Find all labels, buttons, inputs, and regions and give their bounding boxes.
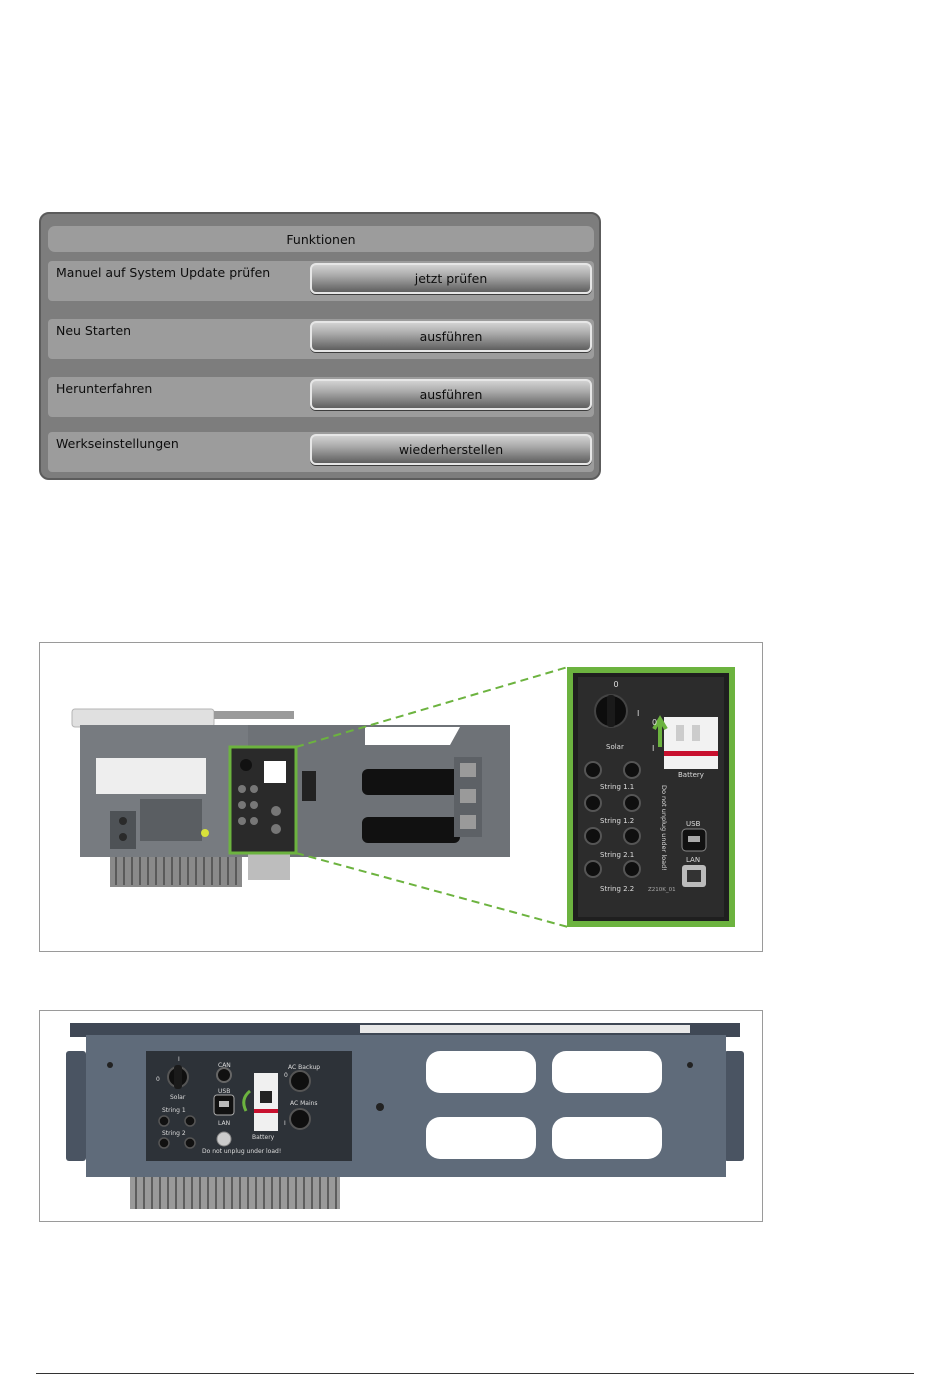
battery-front-label: Battery <box>252 1134 275 1141</box>
ac-mains-label: AC Mains <box>290 1100 318 1107</box>
breaker-one-label: I <box>652 744 654 753</box>
row-label-restart: Neu Starten <box>56 323 132 338</box>
ac-backup-label: AC Backup <box>288 1064 320 1071</box>
lan-port-icon <box>687 870 701 882</box>
restart-button[interactable]: ausführen <box>310 321 592 352</box>
row-system-update: Manuel auf System Update prüfen jetzt pr… <box>48 261 594 301</box>
row-label-factory-reset: Werkseinstellungen <box>56 436 179 451</box>
solar-label: Solar <box>606 743 624 751</box>
solar-front-one-label: I <box>178 1056 180 1063</box>
solar-front-label: Solar <box>170 1094 186 1101</box>
factory-reset-button[interactable]: wiederherstellen <box>310 434 592 465</box>
shutdown-button[interactable]: ausführen <box>310 379 592 410</box>
warning-front-label: Do not unplug under load! <box>202 1148 281 1155</box>
row-label-shutdown: Herunterfahren <box>56 381 153 396</box>
inverter-front-photo-frame: CAN USB LAN Solar 0 I String 1 String 2 … <box>39 1010 763 1222</box>
serial-label: Z210K_01 <box>648 887 676 893</box>
string-1-front-label: String 1 <box>162 1107 186 1114</box>
string-2-1-label: String 2.1 <box>600 851 634 859</box>
string-2-2-label: String 2.2 <box>600 885 634 893</box>
breaker-front-one-label: I <box>284 1120 286 1127</box>
usb-port-icon <box>688 836 700 842</box>
footer-divider <box>36 1373 914 1374</box>
usb-port-front-icon <box>219 1101 229 1107</box>
lan-front-label: LAN <box>218 1120 230 1127</box>
functions-panel: Funktionen Manuel auf System Update prüf… <box>39 212 601 480</box>
solar-switch-zero-label: 0 <box>613 680 618 689</box>
row-label-system-update: Manuel auf System Update prüfen <box>56 265 271 280</box>
warning-label: Do not unplug under load! <box>660 785 668 871</box>
string-2-front-label: String 2 <box>162 1130 186 1137</box>
battery-label: Battery <box>678 771 704 779</box>
switch-arrow-front-icon <box>242 1089 251 1112</box>
usb-label: USB <box>686 820 701 828</box>
breaker-front-zero-label: 0 <box>284 1072 288 1079</box>
check-update-button[interactable]: jetzt prüfen <box>310 263 592 294</box>
functions-panel-title: Funktionen <box>48 226 594 252</box>
inverter-front-photo: CAN USB LAN Solar 0 I String 1 String 2 … <box>66 1023 744 1209</box>
row-shutdown: Herunterfahren ausführen <box>48 377 594 417</box>
inverter-photo: 0 I 0 I Solar Battery String 1.1 String … <box>71 666 735 928</box>
switch-arrow-icon <box>652 715 668 747</box>
breaker-zero-label: 0 <box>652 718 657 727</box>
highlight-small <box>228 745 298 855</box>
lan-label: LAN <box>686 856 700 864</box>
row-restart: Neu Starten ausführen <box>48 319 594 359</box>
inverter-photo-frame: 0 I 0 I Solar Battery String 1.1 String … <box>39 642 763 952</box>
battery-breaker <box>664 717 718 769</box>
row-factory-reset: Werkseinstellungen wiederherstellen <box>48 432 594 472</box>
usb-front-label: USB <box>218 1088 230 1095</box>
can-label: CAN <box>218 1062 231 1069</box>
solar-front-zero-label: 0 <box>156 1076 160 1083</box>
string-1-2-label: String 1.2 <box>600 817 634 825</box>
solar-switch-one-label: I <box>637 709 639 718</box>
string-1-1-label: String 1.1 <box>600 783 634 791</box>
